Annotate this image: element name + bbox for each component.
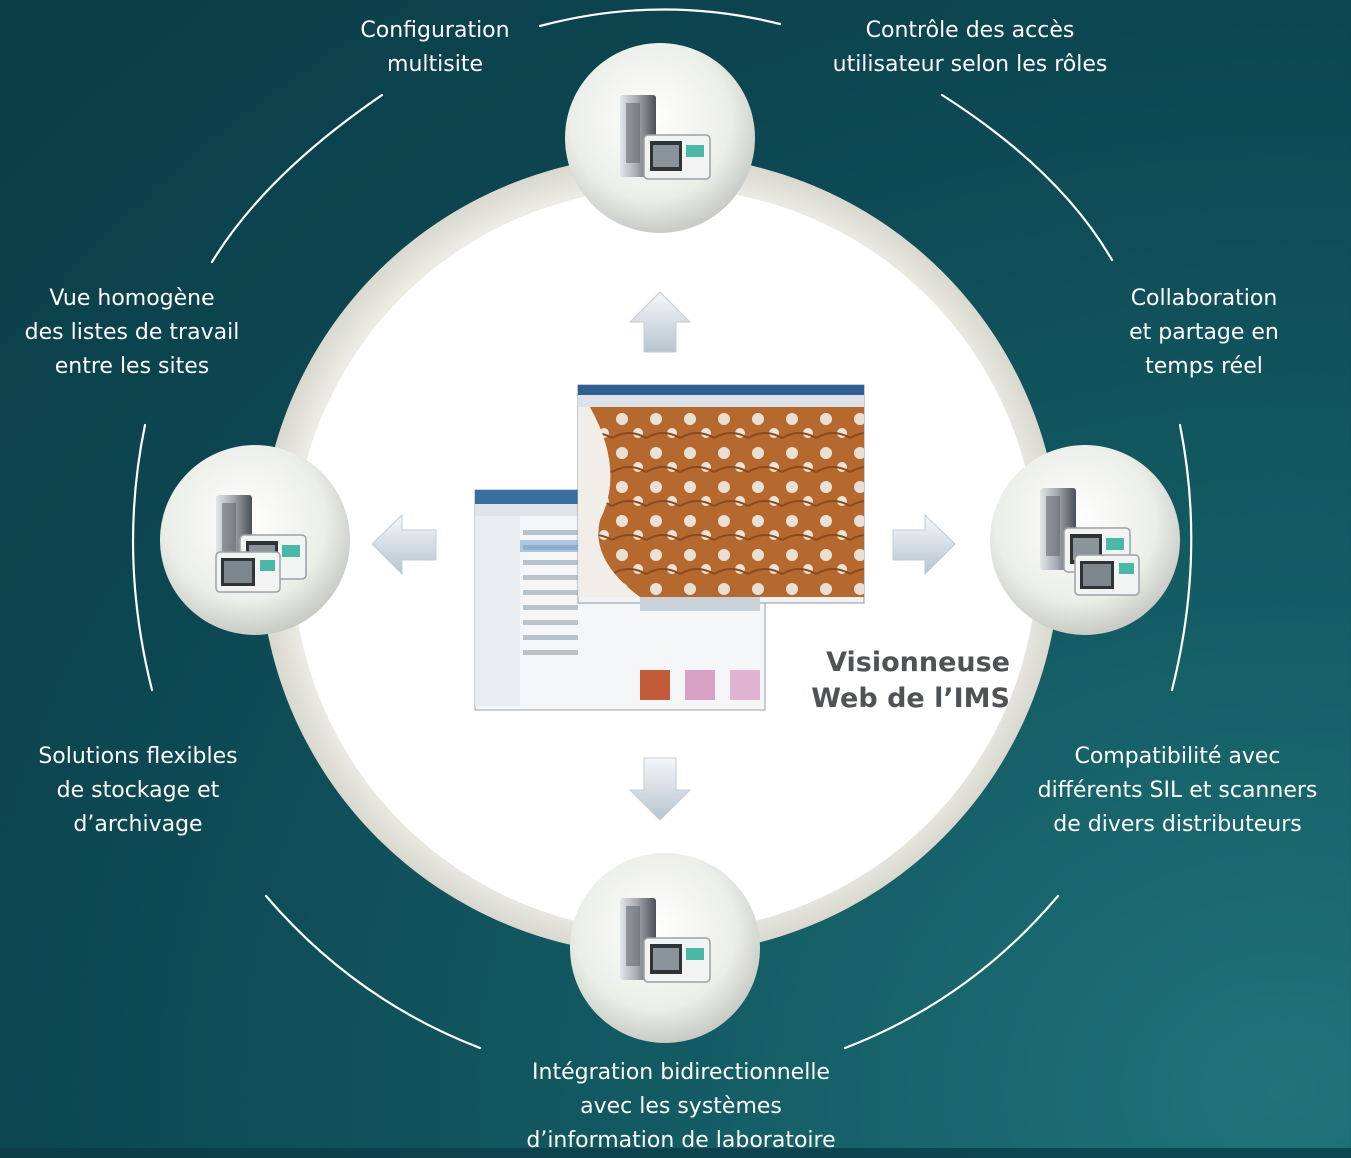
viewer-window [577, 384, 865, 611]
arc-top-left [210, 93, 384, 264]
arc-right [1170, 423, 1193, 692]
arc-top [538, 8, 782, 28]
arc-bottom-left [264, 894, 482, 1050]
arrow-down-icon [628, 757, 692, 821]
arc-left [131, 423, 154, 692]
node-right [990, 445, 1180, 635]
label-integration: Intégration bidirectionnelle avec les sy… [526, 1060, 836, 1153]
arc-bottom-right [843, 894, 1060, 1050]
label-storage: Solutions flexibles de stockage et d’arc… [38, 744, 238, 837]
arrow-left-icon [371, 513, 437, 576]
label-multisite: Configuration multisite [360, 18, 510, 77]
label-access: Contrôle des accès utilisateur selon les… [832, 18, 1108, 77]
label-compatibility: Compatibilité avec différents SIL et sca… [1037, 744, 1318, 837]
node-top [565, 43, 755, 233]
center-title: Visionneuse Web de l’IMS [811, 647, 1010, 714]
node-left [160, 445, 350, 635]
label-worklists: Vue homogène des listes de travail entre… [24, 286, 240, 379]
label-collaboration: Collaboration et partage en temps réel [1129, 286, 1279, 379]
arrow-up-icon [628, 291, 692, 353]
arrow-right-icon [892, 513, 956, 576]
node-bottom [570, 853, 760, 1043]
arc-top-right [940, 93, 1114, 262]
